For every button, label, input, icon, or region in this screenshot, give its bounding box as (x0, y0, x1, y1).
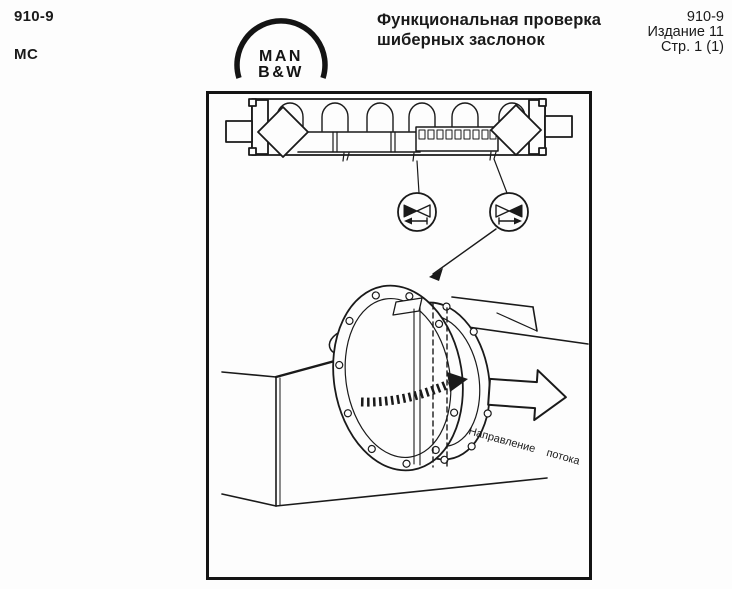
gate-slot-lines (392, 297, 448, 469)
page-title-line2: шиберных заслонок (377, 30, 545, 49)
logo-text-man: MAN (259, 48, 303, 65)
flange-ring-front (332, 284, 464, 472)
gate-movement-striped-arrow (360, 372, 468, 407)
stub-shaft-left (225, 120, 253, 143)
doc-reference-block: 910-9 Издание 11 Стр. 1 (1) (647, 10, 724, 54)
leader-line-left (416, 160, 420, 194)
butterfly-valve-icon-left (397, 192, 437, 232)
man-bw-logo: MAN B&W (230, 10, 332, 82)
diagonal-duct-left (257, 106, 309, 158)
doc-number-left: 910-9 (14, 8, 54, 25)
man-bw-logo-graphic: MAN B&W (234, 18, 328, 81)
pipe-support-ticks (342, 151, 497, 162)
logo-arc (234, 18, 328, 79)
receiver-end-flanges (225, 98, 573, 156)
leader-line-right (493, 158, 508, 194)
flow-direction-label: Направление потока (467, 425, 582, 467)
air-receiver-assembly (225, 98, 573, 194)
diagram-frame: Направление потока (206, 91, 592, 580)
page-ref-label: Стр. 1 (1) (660, 38, 724, 55)
logo-text-bw: B&W (258, 64, 304, 81)
page-title: Функциональная проверка шиберных заслоно… (377, 11, 601, 50)
diagonal-duct-right (490, 104, 542, 156)
flow-direction-block-arrow (487, 369, 567, 422)
duct-upper-right (451, 296, 589, 345)
pipe-compensator (415, 126, 499, 152)
butterfly-valve-icon-right (489, 192, 529, 232)
edition-label: Издание 11 (647, 23, 724, 40)
doc-number-right: 910-9 (686, 9, 724, 25)
stub-shaft-right (544, 115, 573, 138)
gate-valve-diagram: Направление потока (221, 98, 589, 507)
pointer-arrow (429, 228, 497, 281)
engine-type-label: MC (14, 46, 39, 63)
page-title-line1: Функциональная проверка (377, 11, 602, 29)
